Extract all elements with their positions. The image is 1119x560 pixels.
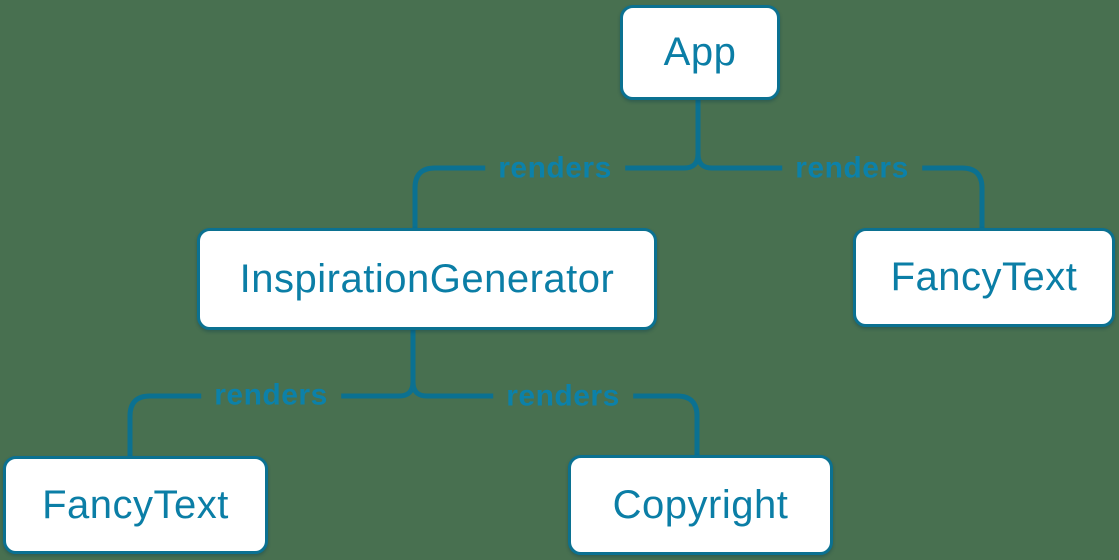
node-fancy-text-left: FancyText <box>3 456 268 554</box>
edge-label-renders-app-inspiration-generator: renders <box>485 149 625 187</box>
node-fancy-text-left-label: FancyText <box>42 482 229 527</box>
node-fancy-text-right: FancyText <box>853 228 1115 327</box>
node-inspiration-generator: InspirationGenerator <box>197 228 657 330</box>
edge-label-renders-inspiration-generator-fancy-text: renders <box>201 376 341 414</box>
node-copyright: Copyright <box>568 455 833 555</box>
node-app-label: App <box>663 30 737 74</box>
node-inspiration-generator-label: InspirationGenerator <box>239 256 615 301</box>
edge-label-renders-inspiration-generator-copyright: renders <box>493 377 633 415</box>
edge-label-renders-app-fancy-text: renders <box>782 149 922 187</box>
node-copyright-label: Copyright <box>612 482 789 527</box>
node-app: App <box>620 5 780 100</box>
node-fancy-text-right-label: FancyText <box>890 255 1078 299</box>
